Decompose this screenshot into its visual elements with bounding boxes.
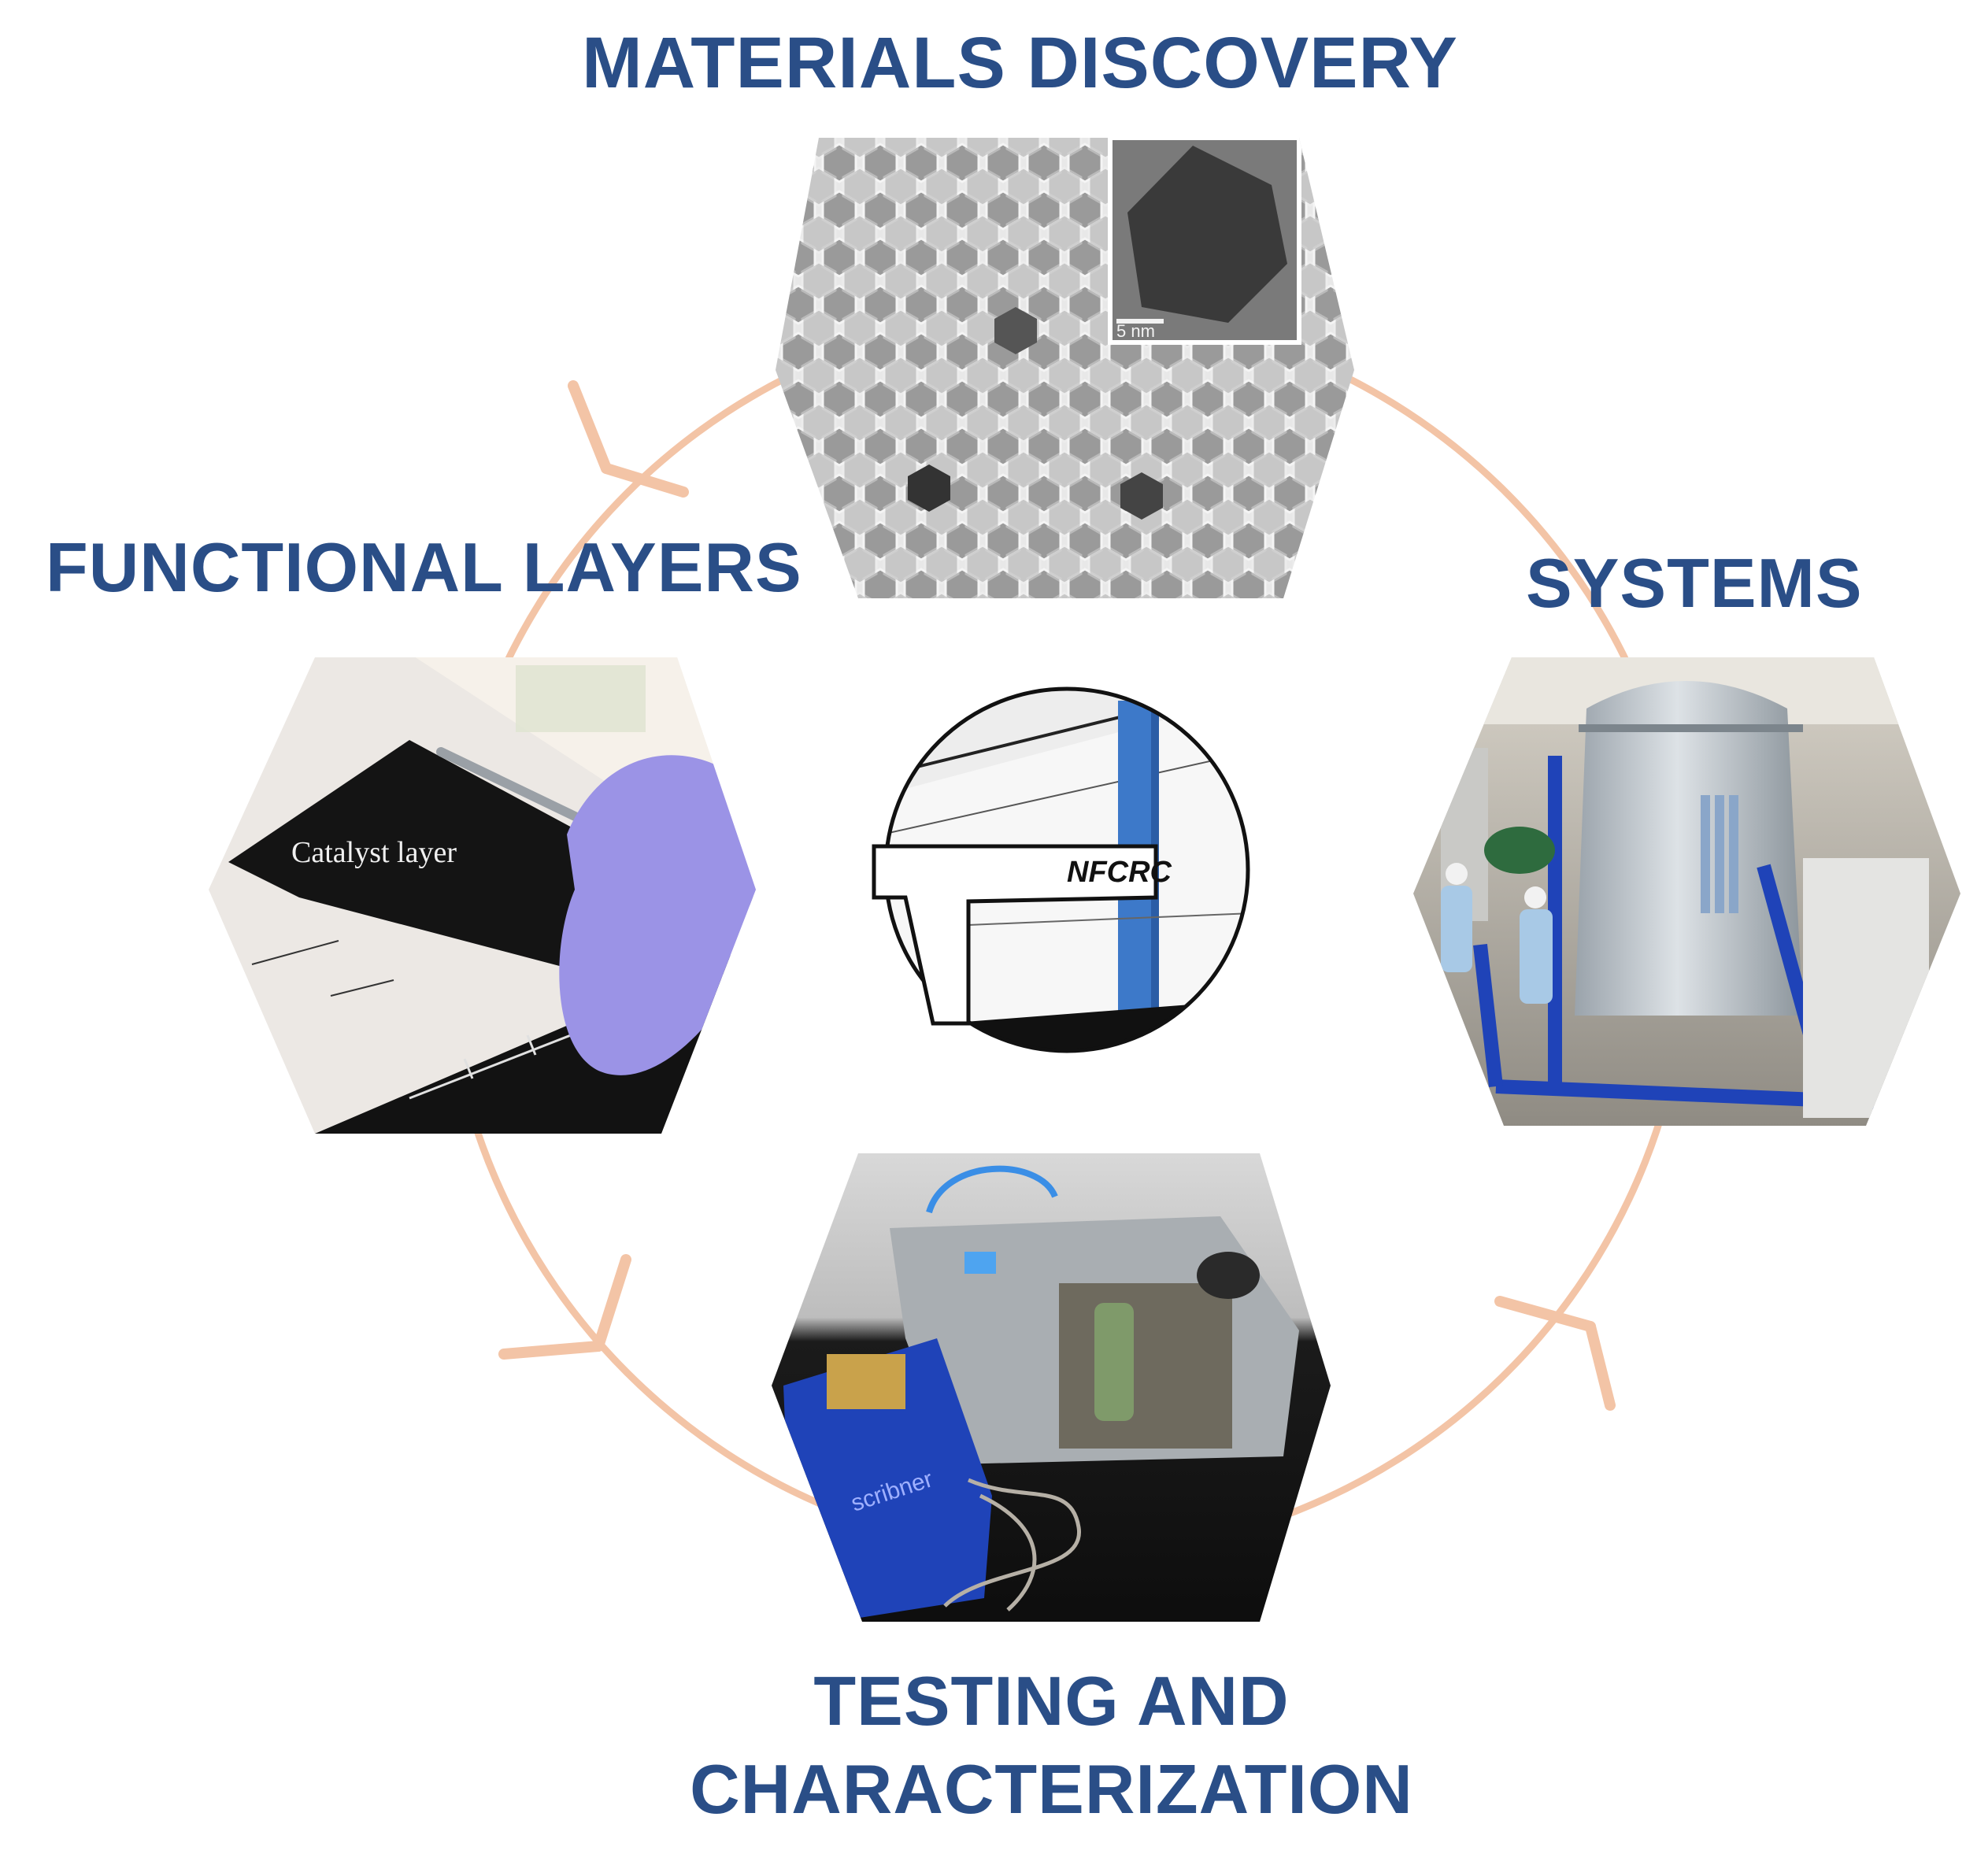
label-functional-layers: FUNCTIONAL LAYERS (46, 528, 802, 606)
gloved-hand (559, 755, 756, 1075)
cycle-arrowhead-upper-left (568, 380, 689, 498)
label-testing-characterization: TESTING AND CHARACTERIZATION (0, 1657, 1977, 1833)
label-systems: SYSTEMS (1526, 544, 1863, 622)
hex-image-testing: scribner (772, 1153, 1331, 1622)
hex-image-systems (1413, 657, 1960, 1126)
nfcrc-logo-text: NFCRC (1067, 856, 1172, 889)
gold-current-collector (827, 1354, 905, 1409)
green-tank (1484, 827, 1555, 874)
catalyst-sheet (228, 740, 614, 976)
catalyst-layer-caption: Catalyst layer (291, 836, 457, 869)
hex-image-materials: 5 nm (776, 138, 1354, 598)
hex-image-functional: Catalyst layer (209, 657, 756, 1134)
label-materials-discovery: MATERIALS DISCOVERY (582, 23, 1458, 103)
technicians (1441, 863, 1553, 1004)
scale-bar-text: 5 nm (1116, 321, 1155, 341)
nfcrc-logo: NFCRC (872, 686, 1250, 1053)
nanocrystal-shape (1127, 146, 1287, 323)
cycle-arrowhead-lower-left (498, 1254, 631, 1360)
pressure-vessel (1575, 681, 1803, 1016)
control-cabinet (1803, 858, 1929, 1118)
label-testing-line1: TESTING AND (813, 1662, 1290, 1740)
label-testing-line2: CHARACTERIZATION (690, 1750, 1413, 1828)
cycle-arrowhead-lower-right (1494, 1296, 1616, 1411)
